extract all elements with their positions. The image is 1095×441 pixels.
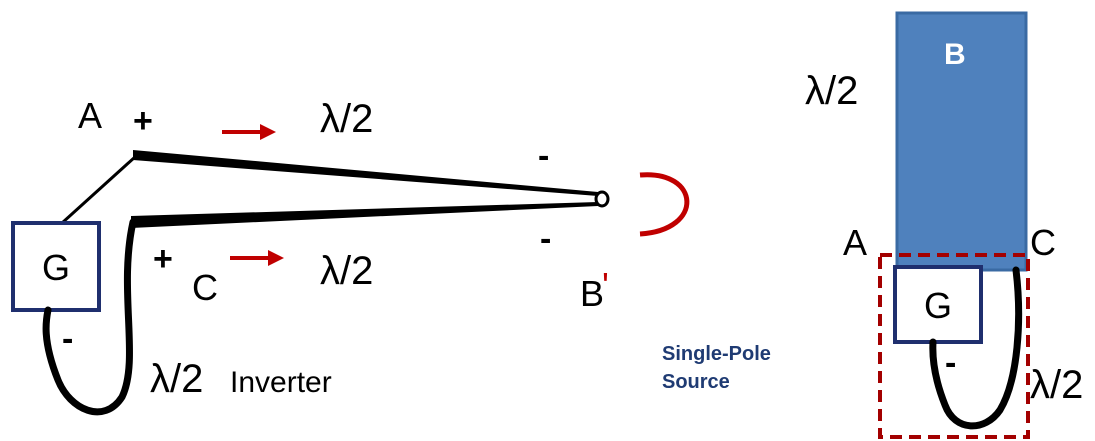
generator-box-right <box>893 265 983 344</box>
minus-sign-top: - <box>538 137 549 175</box>
radiator-block <box>895 11 1028 272</box>
dipole-inverter-diagram: G A + λ/2 - - + C λ/2 B ' - λ/2 <box>11 95 690 416</box>
wavelength-top: λ/2 <box>320 97 373 141</box>
minus-sign-loop: - <box>62 320 73 358</box>
reflector-arc <box>639 172 690 237</box>
plus-sign-a: + <box>133 102 153 140</box>
label-b: B <box>580 273 604 314</box>
label-c: C <box>192 267 218 308</box>
lead-a-to-generator <box>60 155 137 225</box>
arrow-bottom <box>230 250 284 266</box>
inverter-loop-right <box>929 266 1023 430</box>
label-a-right: A <box>843 222 867 263</box>
radiator-label: B <box>944 38 966 71</box>
inverter-label: Inverter <box>230 366 332 399</box>
generator-label: G <box>42 247 70 288</box>
wavelength-bottom: λ/2 <box>320 249 373 293</box>
source-dashed-box <box>878 253 1030 439</box>
arrow-top <box>222 124 276 140</box>
inverter-loop <box>42 218 137 416</box>
upper-conductor <box>133 150 598 196</box>
label-a: A <box>78 95 102 136</box>
minus-sign-loop-right: - <box>945 344 956 382</box>
lower-conductor <box>131 202 598 228</box>
plus-sign-c: + <box>153 240 173 278</box>
generator-box <box>11 221 101 312</box>
label-c-right: C <box>1030 222 1056 263</box>
label-b-prime-mark: ' <box>602 265 609 306</box>
minus-sign-bottom: - <box>540 220 551 258</box>
single-pole-source-diagram: B λ/2 A C G - λ/2 Single-Pole Source <box>662 11 1083 439</box>
inverter-lambda: λ/2 <box>150 357 203 401</box>
generator-label-right: G <box>924 285 952 326</box>
tip-terminal <box>594 190 610 208</box>
loop-wavelength-right: λ/2 <box>1030 363 1083 407</box>
source-caption-line1: Single-Pole <box>662 343 771 365</box>
source-caption-line2: Source <box>662 371 730 393</box>
radiator-wavelength: λ/2 <box>805 69 858 113</box>
